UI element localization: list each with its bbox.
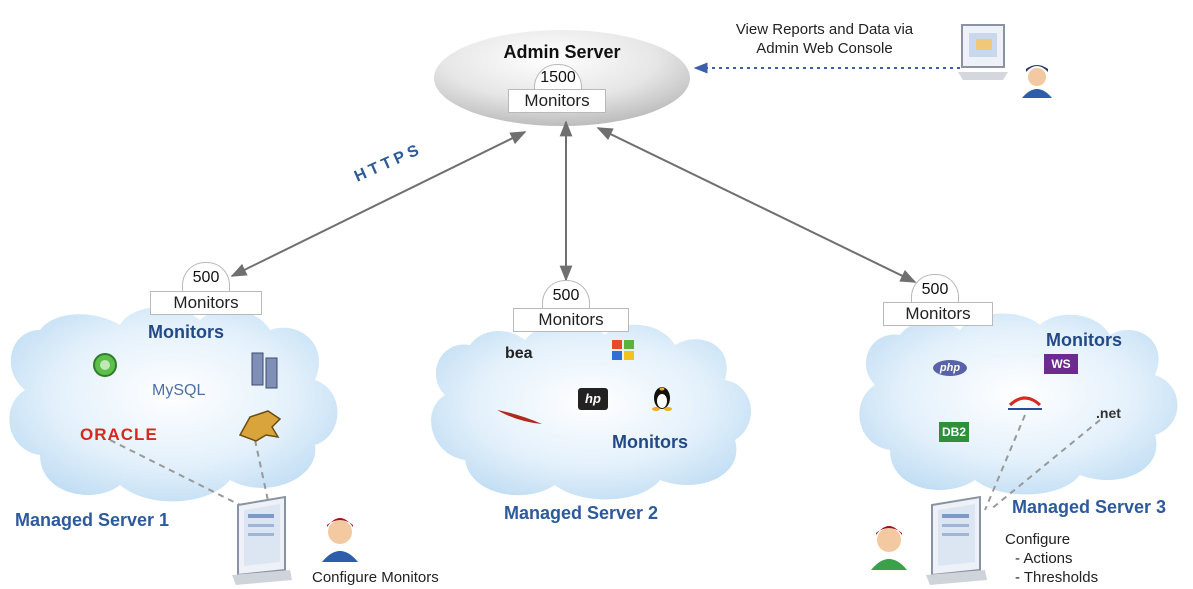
admin-console-monitor-icon <box>958 24 1008 80</box>
oracle-logo: ORACLE <box>80 425 158 444</box>
server-1-caption: Configure Monitors <box>312 569 439 586</box>
linux-tux-icon <box>652 387 672 411</box>
config-line-tomcat <box>254 439 271 511</box>
server-3-title: Managed Server 3 <box>1012 497 1167 517</box>
workstation-icon-1 <box>232 495 292 585</box>
hp-logo: hp <box>578 388 608 410</box>
server-3-caption-line-1: Configure <box>1005 531 1071 548</box>
server-2-title: Managed Server 2 <box>504 503 659 523</box>
server-3-caption-line-3: - Thresholds <box>1015 569 1099 586</box>
db2-logo: DB2 <box>939 422 969 442</box>
server-2-monitor-count: 500 <box>542 280 590 311</box>
server-2-cloud-label: Monitors <box>612 432 688 452</box>
server-1-monitor-label: Monitors <box>150 291 262 315</box>
server-3-cloud-label: Monitors <box>1046 330 1122 350</box>
apache-feather-icon <box>497 410 542 424</box>
server-1-title: Managed Server 1 <box>15 510 170 530</box>
windows-icon <box>612 340 634 360</box>
admin-monitor-label: Monitors <box>508 89 606 113</box>
green-database-icon <box>93 353 117 377</box>
mysql-logo: MySQL <box>152 382 206 399</box>
https-link-server-1 <box>230 131 527 277</box>
console-note-line-2: Admin Web Console <box>756 40 893 57</box>
link-server-3 <box>596 127 917 283</box>
user-icon-server-1 <box>322 518 358 562</box>
cloud-server-2 <box>431 323 752 500</box>
config-line-oracle <box>109 439 271 521</box>
ws-logo: WS <box>1044 354 1078 374</box>
server-3-caption-line-2: - Actions <box>1015 550 1073 567</box>
server-1-monitor-count: 500 <box>182 262 230 293</box>
php-logo: php <box>933 360 967 376</box>
server-3-monitor-count: 500 <box>911 274 959 305</box>
console-note-line-1: View Reports and Data via <box>735 21 914 38</box>
server-3-caption: Configure - Actions - Thresholds <box>1005 530 1098 587</box>
tomcat-icon <box>238 410 282 442</box>
cloud-server-3 <box>859 313 1178 495</box>
server-rack-icon <box>251 352 278 389</box>
user-icon-console <box>1022 65 1052 98</box>
admin-server-title: Admin Server <box>503 42 621 62</box>
config-line-dotnet <box>989 419 1101 511</box>
bea-logo: bea <box>505 345 533 362</box>
user-icon-server-3 <box>871 526 907 570</box>
workstation-icon-3 <box>926 495 987 585</box>
server-1-cloud-label: Monitors <box>148 322 224 342</box>
server-3-monitor-label: Monitors <box>883 302 993 326</box>
sun-logo-icon <box>1008 396 1042 410</box>
dotnet-logo: .net <box>1096 405 1121 421</box>
console-note: View Reports and Data via Admin Web Cons… <box>712 20 937 58</box>
server-2-monitor-label: Monitors <box>513 308 629 332</box>
